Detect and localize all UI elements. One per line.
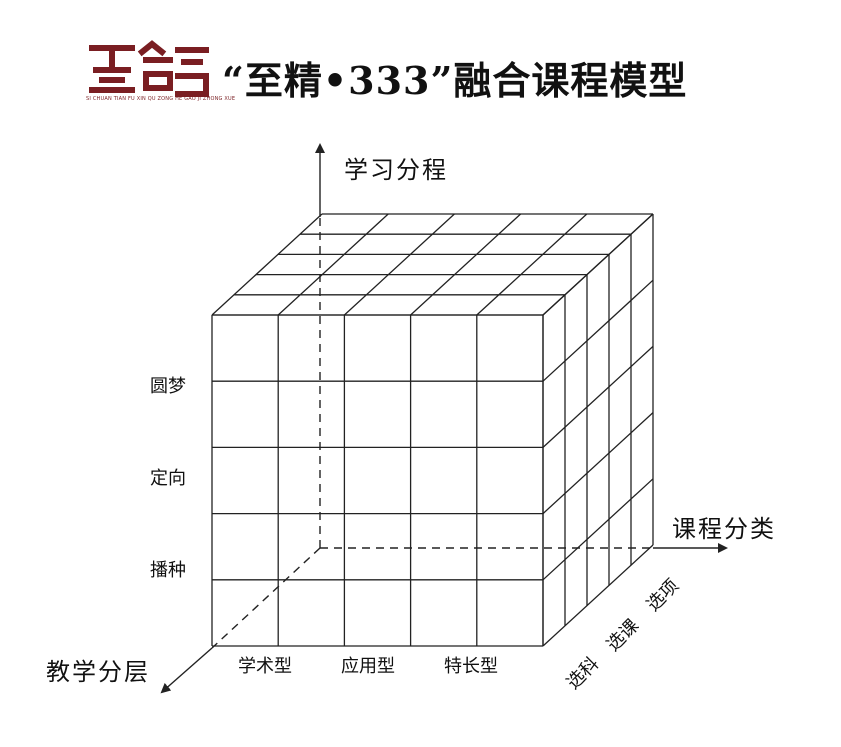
vertical-axis-label: 学习分程	[344, 156, 448, 184]
school-logo	[89, 40, 209, 97]
right-depth-line	[542, 279, 654, 382]
top-depth-line	[410, 213, 522, 316]
depth-axis	[160, 647, 213, 694]
top-depth-line	[476, 213, 588, 316]
row-label-2: 定向	[150, 468, 186, 489]
row-label-1: 圆梦	[150, 376, 186, 397]
top-depth-line	[277, 213, 389, 316]
depth-axis-label: 教学分层	[46, 658, 150, 686]
row-label-3: 播种	[150, 560, 186, 581]
page-title: “至精•333”融合课程模型	[222, 58, 688, 103]
depth-axis-dashed	[211, 547, 321, 649]
top-depth-line	[211, 213, 323, 316]
right-depth-line	[542, 345, 654, 448]
column-label-3: 特长型	[444, 656, 498, 677]
top-depth-line	[343, 213, 455, 316]
right-depth-line	[542, 478, 654, 581]
column-label-1: 学术型	[238, 656, 292, 677]
right-depth-line	[542, 213, 654, 316]
right-depth-line	[542, 412, 654, 515]
right-depth-line	[542, 544, 654, 647]
column-label-2: 应用型	[341, 656, 395, 677]
horizontal-axis-label: 课程分类	[672, 515, 776, 543]
logo-subtitle: SI CHUAN TIAN FU XIN QU ZONG HE GAO JI Z…	[86, 96, 236, 102]
